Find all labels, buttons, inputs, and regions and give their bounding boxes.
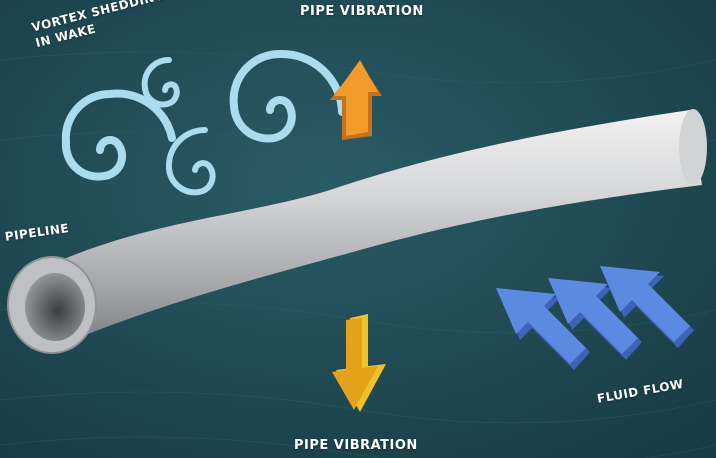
- arrow-icon: [548, 278, 638, 354]
- spiral-icon: [229, 49, 346, 143]
- pipe-end: [679, 109, 707, 185]
- vibration-arrow-up: [330, 60, 382, 140]
- pipe-body: [50, 110, 702, 345]
- arrow-icon: [600, 266, 690, 342]
- pipeline: [7, 109, 707, 354]
- spiral-icon: [61, 89, 176, 181]
- vibration-arrow-down: [332, 314, 386, 412]
- arrow-icon: [332, 318, 378, 410]
- fluid-flow-arrows: [496, 266, 694, 370]
- pipe-vibration-label-top: PIPE VIBRATION: [300, 4, 424, 19]
- pipe-hole: [25, 273, 85, 341]
- arrow-icon: [496, 288, 586, 364]
- spiral-icon: [141, 56, 180, 108]
- arrow-icon: [334, 60, 378, 136]
- pipe-vibration-label-bottom: PIPE VIBRATION: [294, 438, 418, 453]
- vortex-wake: [61, 49, 346, 196]
- spiral-icon: [165, 126, 216, 196]
